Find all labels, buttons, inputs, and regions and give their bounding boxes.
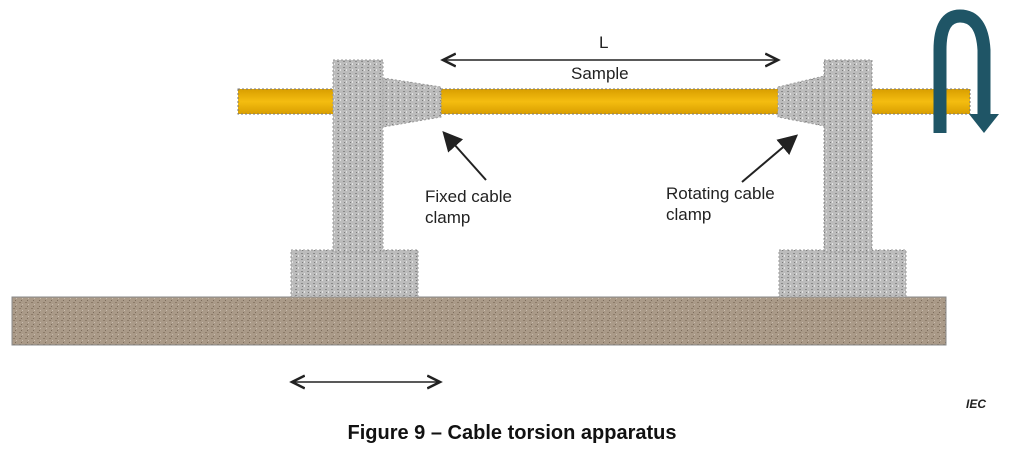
fixed-clamp-label: Fixed cable clamp bbox=[425, 186, 512, 228]
right-stand-foot bbox=[778, 249, 907, 298]
base-plate bbox=[11, 296, 947, 346]
rotating-clamp-label-line2: clamp bbox=[666, 205, 712, 224]
figure-caption: Figure 9 – Cable torsion apparatus bbox=[347, 422, 677, 444]
fixed-clamp-label-line2: clamp bbox=[425, 208, 471, 227]
rotating-clamp-pointer bbox=[741, 134, 799, 183]
fixed-clamp-label-line1: Fixed cable bbox=[425, 187, 512, 206]
length-label: L bbox=[599, 33, 609, 52]
left-stand-foot bbox=[290, 249, 419, 298]
left-stand-post bbox=[332, 59, 384, 253]
rotating-clamp bbox=[777, 75, 825, 127]
fixed-clamp bbox=[382, 77, 442, 128]
right-stand-post bbox=[823, 59, 873, 253]
fixed-clamp-pointer bbox=[442, 131, 487, 181]
source-label: IEC bbox=[966, 397, 987, 411]
rotating-clamp-label-line1: Rotating cable bbox=[666, 184, 775, 203]
cable-right bbox=[869, 88, 971, 115]
rotation-arrow-icon bbox=[933, 9, 999, 133]
rotating-clamp-label: Rotating cable clamp bbox=[666, 183, 775, 225]
sample-label: Sample bbox=[571, 64, 629, 83]
cable-left bbox=[237, 88, 339, 115]
cable-sample bbox=[440, 88, 782, 115]
